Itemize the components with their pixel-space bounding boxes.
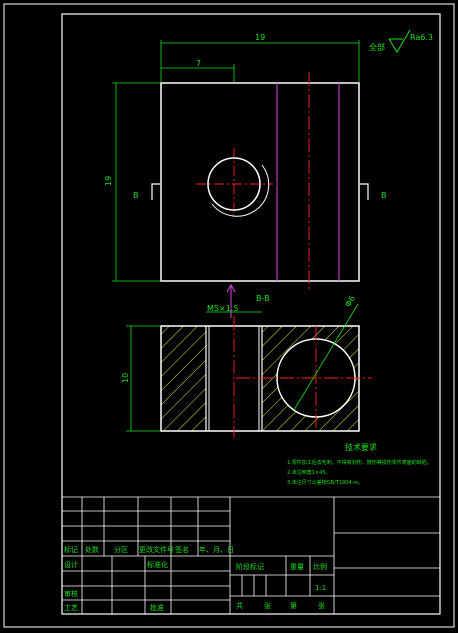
dim-hole-diameter: Φ6 [343, 294, 357, 308]
title-block-text: 标记 处数 分区 更改文件号 签名 年、月、日 设计 标准化 审核 工艺 批准 … [64, 545, 327, 612]
tb-scale-label: 比例 [313, 562, 327, 571]
diameter-leader [293, 303, 359, 411]
tb-header-4: 签名 [175, 545, 189, 554]
tb-header-5: 年、月、日 [199, 545, 234, 554]
section-view-label: B-B [256, 294, 270, 303]
drawing-frame [61, 13, 441, 615]
section-view: B-B M5×1.5 Φ6 10 [121, 283, 372, 438]
tb-stage-mark: 阶段标记 [236, 562, 264, 571]
tb-design: 设计 [64, 560, 78, 569]
section-view-outline [160, 325, 360, 432]
top-view: 19 7 19 B B [104, 33, 387, 292]
tb-header-2: 分区 [114, 545, 128, 554]
tb-scale-value: 1:1 [315, 584, 326, 592]
tb-sheet-number: 第 [290, 601, 297, 610]
tb-process: 工艺 [64, 604, 78, 612]
title-block [62, 496, 440, 614]
surface-finish-value: Ra6.3 [410, 33, 433, 42]
dim-top-width: 19 [255, 33, 265, 42]
surface-finish-symbol: 全部 Ra6.3 [369, 29, 433, 53]
tb-approve: 批准 [150, 603, 164, 612]
tech-req-title: 技术要求 [345, 442, 377, 452]
tb-review: 审核 [64, 589, 78, 598]
tech-req-line-3: 3.未注尺寸公差按GB/T1804-m。 [287, 479, 363, 486]
tb-header-3: 更改文件号 [139, 545, 174, 554]
tb-sheet-unit-1: 张 [264, 601, 271, 610]
dim-section-height: 10 [121, 373, 130, 383]
tb-header-1: 处数 [85, 545, 99, 554]
tech-req-line-2: 2.未注倒角1×45。 [287, 469, 331, 476]
threaded-hole-inner [207, 157, 261, 211]
threaded-hole-outer-arc [211, 164, 270, 217]
tb-sheet-unit-2: 张 [318, 601, 325, 610]
tb-standardization: 标准化 [147, 560, 168, 569]
tb-sheet-total: 共 [236, 601, 243, 610]
section-mark-right: B [381, 191, 387, 200]
section-mark-left: B [133, 191, 139, 200]
sheet-outer-border [3, 3, 455, 628]
dim-hole-offset: 7 [196, 59, 201, 68]
tb-header-0: 标记 [64, 545, 78, 554]
thread-callout: M5×1.5 [207, 304, 238, 313]
technical-requirements: 技术要求 1.零件加工后去毛刺，不得有划伤、擦伤等损伤零件表面的缺陷。 2.未注… [287, 442, 432, 486]
dim-side-height: 19 [104, 176, 113, 186]
top-view-outline [160, 82, 360, 282]
tech-req-line-1: 1.零件加工后去毛刺，不得有划伤、擦伤等损伤零件表面的缺陷。 [287, 459, 432, 466]
tb-weight: 重量 [290, 563, 304, 571]
surface-finish-prefix: 全部 [369, 42, 385, 52]
